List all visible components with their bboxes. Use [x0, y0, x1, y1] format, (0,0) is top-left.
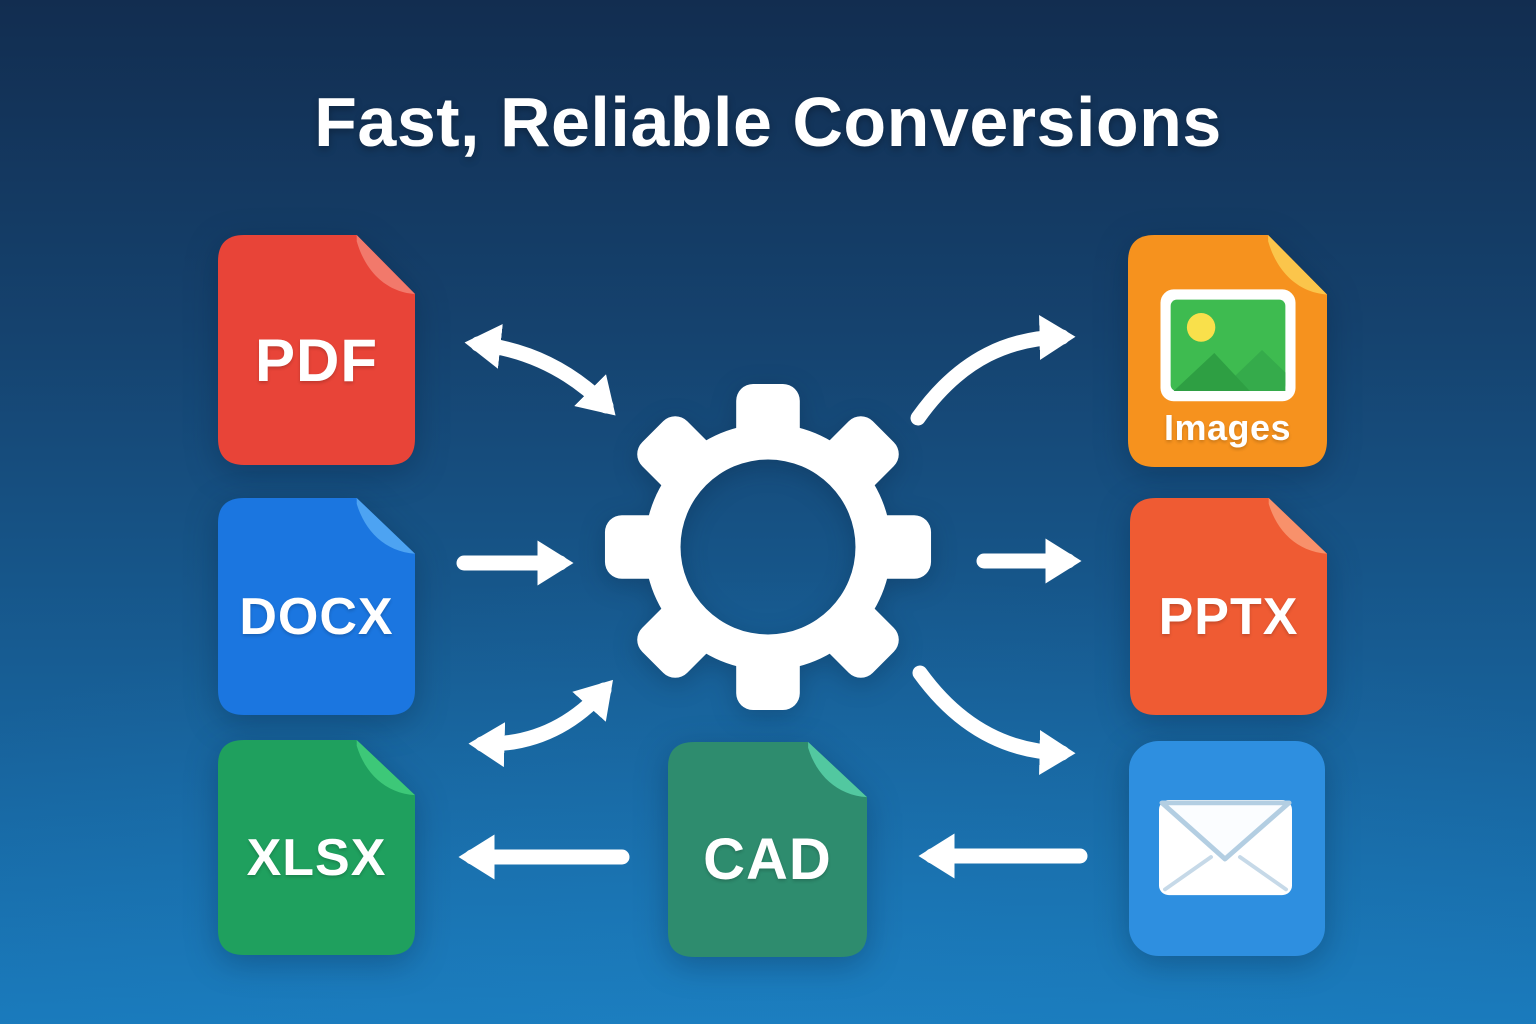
sun-icon — [1186, 313, 1216, 342]
images-file-icon: Images — [1128, 235, 1327, 467]
folded-corner — [1268, 235, 1327, 295]
arrow-gear-images-icon — [910, 314, 1076, 426]
docx-label: DOCX — [239, 587, 394, 646]
xlsx-label: XLSX — [246, 828, 387, 887]
gear-shape — [599, 378, 937, 716]
page-title: Fast, Reliable Conversions — [314, 83, 1222, 161]
file-body — [218, 498, 415, 715]
envelope-crease-right — [1238, 855, 1288, 892]
cad-label: CAD — [703, 827, 832, 892]
email-tile-shape — [1129, 741, 1325, 956]
pptx-file-icon: PPTX — [1130, 498, 1327, 715]
folded-corner — [1268, 498, 1327, 554]
envelope-flap — [1159, 800, 1292, 862]
arrow-gear-mail-icon — [912, 665, 1076, 776]
images-file-shape — [1128, 235, 1327, 467]
file-body — [218, 740, 415, 955]
docx-file-icon: DOCX — [218, 498, 415, 715]
folded-corner — [356, 740, 415, 796]
cad-file-shape — [668, 742, 867, 957]
file-body — [218, 235, 415, 465]
photo-thumbnail-icon — [1160, 289, 1296, 402]
xlsx-file-shape — [218, 740, 415, 955]
email-file-icon — [1129, 741, 1325, 956]
mountain-left-icon — [1173, 353, 1250, 392]
arrow-pdf-gear-icon — [464, 324, 616, 416]
pdf-file-shape — [218, 235, 415, 465]
pdf-file-icon: PDF — [218, 235, 415, 465]
pdf-label: PDF — [255, 326, 378, 394]
envelope-icon — [1159, 799, 1292, 896]
xlsx-file-icon: XLSX — [218, 740, 415, 955]
docx-file-shape — [218, 498, 415, 715]
pptx-file-shape — [1130, 498, 1327, 715]
folded-corner — [356, 498, 415, 554]
file-body — [1130, 498, 1327, 715]
cad-file-icon: CAD — [668, 742, 867, 957]
file-body — [668, 742, 867, 957]
images-label: Images — [1163, 407, 1292, 448]
pptx-label: PPTX — [1158, 587, 1299, 646]
envelope-crease-left — [1163, 855, 1213, 892]
gear-icon — [599, 378, 937, 716]
arrow-xlsx-gear-icon — [468, 679, 613, 768]
